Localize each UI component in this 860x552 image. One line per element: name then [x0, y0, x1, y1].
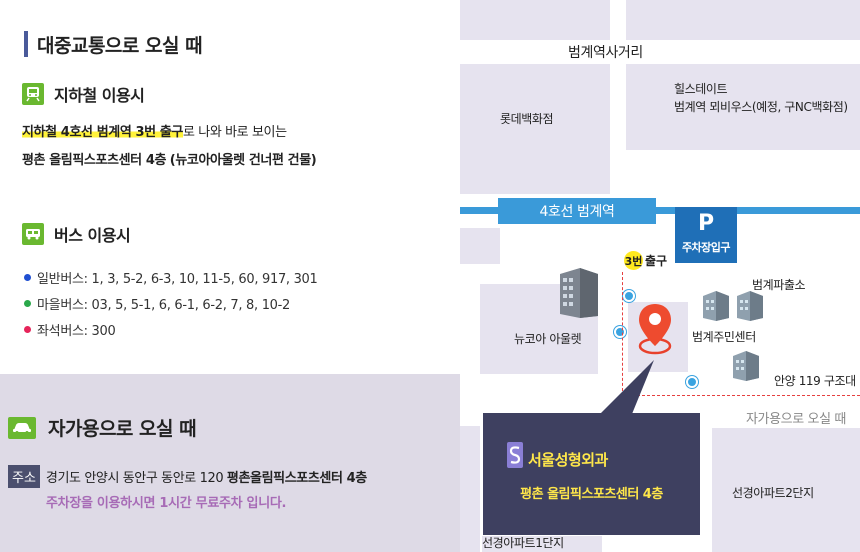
- clinic-logo-icon: [507, 442, 523, 468]
- car-route-label: 자가용으로 오실 때: [746, 412, 846, 427]
- map-block-apt2: [712, 428, 860, 552]
- parking-entrance-label: 주차장입구: [681, 241, 731, 254]
- hillstate-label-2: 범계역 뫼비우스(예정, 구NC백화점): [674, 100, 848, 114]
- address-building: 평촌올림픽스포츠센터 4층: [226, 471, 367, 486]
- bus-stop-icon: [614, 326, 626, 338]
- location-pin-icon: [638, 304, 672, 355]
- subway-line1: 지하철 4호선 범계역 3번 출구로 나와 바로 보이는: [22, 121, 287, 140]
- bus-dot-red: [24, 326, 31, 333]
- clinic-callout: 서울성형외과 평촌 올림픽스포츠센터 4층: [483, 413, 700, 535]
- map-block-small-left: [460, 228, 500, 264]
- exit-label: 출구: [645, 254, 668, 268]
- bus-village-text: 마을버스: 03, 5, 5-1, 6, 6-1, 6-2, 7, 8, 10-…: [37, 298, 290, 313]
- parking-letter: P: [697, 211, 715, 236]
- bus-stop-icon: [686, 376, 698, 388]
- bus-seat-text: 좌석버스: 300: [37, 324, 116, 339]
- car-section: 자가용으로 오실 때 주소 경기도 안양시 동안구 동안로 120 평촌올림픽스…: [0, 374, 460, 552]
- clinic-location: 평촌 올림픽스포츠센터 4층: [520, 487, 663, 502]
- address-street: 경기도 안양시 동안구 동안로 120: [45, 471, 224, 486]
- subway-building: 평촌 올림픽스포츠센터 4층: [22, 153, 167, 168]
- newcore-label: 뉴코아 아울렛: [514, 332, 582, 346]
- public-transport-section: 대중교통으로 오실 때 지하철 이용시 지하철 4호선 범계역 3번 출구로 나…: [0, 0, 460, 374]
- bus-row-regular: 일반버스: 1, 3, 5-2, 6-3, 10, 11-5, 60, 917,…: [24, 268, 318, 287]
- address-badge: 주소: [8, 465, 40, 488]
- police-label: 범계파출소: [752, 278, 806, 292]
- apt2-label: 선경아파트2단지: [732, 486, 814, 500]
- location-map: 4호선 범계역 P 주차장입구 범계역사거리 롯데백화점 힐스테이트 범계역 뫼…: [460, 0, 860, 552]
- address-text: 경기도 안양시 동안구 동안로 120 평촌올림픽스포츠센터 4층: [46, 467, 367, 486]
- map-block-hillstate: [626, 64, 860, 150]
- hillstate-label-1: 힐스테이트: [674, 82, 728, 96]
- heading-accent-bar: [24, 31, 28, 57]
- parking-entrance-marker: P 주차장입구: [675, 207, 737, 263]
- map-block-top-right: [626, 0, 860, 40]
- subway-icon: [22, 83, 44, 105]
- car-route-line: [622, 395, 860, 396]
- parking-notice: 주차장을 이용하시면 1시간 무료주차 입니다.: [46, 496, 287, 511]
- bus-title: 버스 이용시: [54, 226, 131, 245]
- apt1-label: 선경아파트1단지: [482, 536, 564, 550]
- bus-dot-green: [24, 300, 31, 307]
- public-transport-heading: 대중교통으로 오실 때: [24, 30, 203, 58]
- community-center-label: 범계주민센터: [692, 330, 756, 344]
- map-block-top-left: [460, 0, 610, 40]
- car-heading: 자가용으로 오실 때: [8, 414, 197, 441]
- car-title: 자가용으로 오실 때: [48, 418, 197, 440]
- newcore-building-icon: [560, 268, 598, 318]
- public-transport-title: 대중교통으로 오실 때: [37, 34, 203, 57]
- bus-row-seat: 좌석버스: 300: [24, 320, 116, 339]
- rescue-building-icon: [733, 351, 759, 381]
- bus-dot-blue: [24, 274, 31, 281]
- station-label: 4호선 범계역: [498, 198, 656, 224]
- directions-panel: 대중교통으로 오실 때 지하철 이용시 지하철 4호선 범계역 3번 출구로 나…: [0, 0, 460, 552]
- address-row: 주소 경기도 안양시 동안구 동안로 120 평촌올림픽스포츠센터 4층: [8, 465, 367, 488]
- lotte-label: 롯데백화점: [500, 112, 554, 126]
- bus-heading: 버스 이용시: [22, 222, 131, 246]
- subway-line2: 평촌 올림픽스포츠센터 4층 (뉴코아아울렛 건너편 건물): [22, 149, 317, 168]
- exit-number-badge: 3번: [624, 251, 643, 270]
- bus-stop-icon: [623, 290, 635, 302]
- subway-building-note: (뉴코아아울렛 건너편 건물): [169, 153, 317, 168]
- rescue-label: 안양 119 구조대: [774, 374, 856, 388]
- map-block-lotte: [460, 64, 610, 194]
- building-icon: [703, 291, 729, 321]
- subway-exit-highlight: 지하철 4호선 범계역 3번 출구: [22, 125, 183, 140]
- callout-pointer: [600, 360, 654, 414]
- clinic-name: 서울성형외과: [528, 451, 608, 469]
- bus-row-village: 마을버스: 03, 5, 5-1, 6, 6-1, 6-2, 7, 8, 10-…: [24, 294, 290, 313]
- bus-regular-text: 일반버스: 1, 3, 5-2, 6-3, 10, 11-5, 60, 917,…: [37, 272, 318, 287]
- map-block-apt1-left: [460, 426, 480, 552]
- subway-heading: 지하철 이용시: [22, 82, 145, 106]
- map-block-apt1: [482, 536, 602, 552]
- subway-line-4: [460, 207, 860, 214]
- bus-icon: [22, 223, 44, 245]
- intersection-label: 범계역사거리: [568, 45, 643, 61]
- walking-route-line: [622, 272, 623, 396]
- subway-title: 지하철 이용시: [54, 86, 145, 105]
- subway-line1-rest: 로 나와 바로 보이는: [182, 125, 287, 140]
- car-icon: [8, 416, 36, 439]
- police-building-icon: [737, 291, 763, 321]
